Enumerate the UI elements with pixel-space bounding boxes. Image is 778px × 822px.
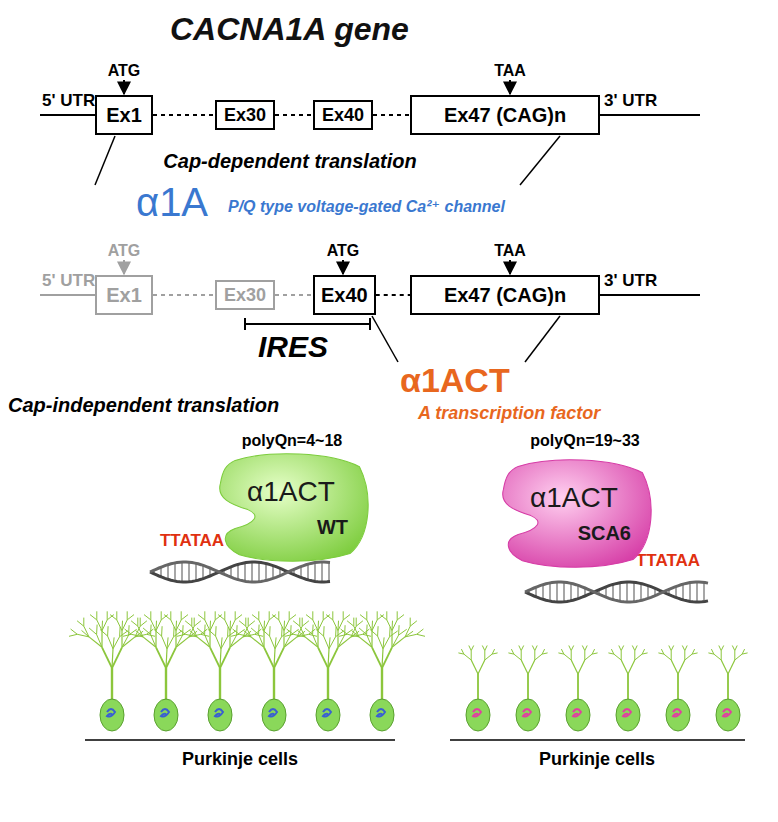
baseline: [450, 739, 745, 741]
exon-box: Ex40: [313, 275, 376, 315]
label: TAA: [494, 62, 526, 80]
intron-line: [373, 114, 410, 116]
dna-helix: [150, 562, 708, 602]
label: polyQn=19~33: [530, 432, 639, 450]
node-title: Ex40: [321, 284, 368, 307]
node-title: α1ACT: [247, 476, 335, 508]
codon-arrow: [509, 260, 511, 274]
codon-arrow: [509, 80, 511, 94]
leader-line: [95, 136, 115, 185]
codon-arrow: [123, 260, 125, 274]
purkinje-cells: [69, 611, 748, 731]
label: IRES: [258, 330, 328, 363]
exon-box: Ex1: [95, 275, 153, 315]
intron-line: [275, 294, 313, 296]
label: 3' UTR: [604, 92, 657, 111]
label: α1ACT: [400, 362, 510, 399]
label: ATG: [108, 62, 141, 80]
leader-line: [372, 316, 398, 362]
node-subtitle: SCA6: [578, 522, 631, 545]
node-title: Ex30: [224, 105, 266, 126]
protein-blob: α1ACT SCA6: [495, 458, 653, 568]
exon-box: Ex30: [215, 100, 275, 130]
label: Purkinje cells: [182, 750, 298, 770]
label: Cap-independent translation: [8, 394, 279, 416]
title: CACNA1A gene: [170, 12, 409, 47]
protein-blob: α1ACT WT: [212, 452, 370, 562]
blob-shape: [495, 458, 653, 568]
utr-line: [600, 114, 700, 116]
label: P/Q type voltage-gated Ca²⁺ channel: [228, 198, 505, 216]
codon-arrow: [123, 80, 125, 94]
label: polyQn=4~18: [242, 432, 343, 450]
exon-box: Ex47 (CAG)n: [410, 275, 600, 315]
ires-bracket: [245, 318, 370, 330]
label: α1A: [136, 180, 208, 224]
blob-outline: [503, 460, 651, 567]
utr-line: [40, 294, 95, 296]
blob-shape: [212, 452, 370, 562]
node-title: Ex47 (CAG)n: [444, 104, 566, 127]
utr-line: [600, 294, 700, 296]
label: TTATAA: [636, 552, 700, 571]
blob-outline: [220, 454, 368, 561]
node-title: Ex1: [106, 284, 142, 307]
label: ATG: [327, 242, 360, 260]
exon-box: Ex47 (CAG)n: [410, 95, 600, 135]
exon-box: Ex30: [215, 280, 275, 310]
node-subtitle: WT: [317, 516, 348, 539]
label: Cap-dependent translation: [163, 150, 416, 172]
label: A transcription factor: [418, 404, 600, 424]
exon-box: Ex40: [313, 100, 373, 130]
label: 5' UTR: [42, 272, 95, 291]
label: 5' UTR: [42, 92, 95, 111]
codon-arrow: [342, 260, 344, 274]
node-title: Ex1: [106, 104, 142, 127]
label: 3' UTR: [604, 272, 657, 291]
label: Purkinje cells: [539, 750, 655, 770]
label: ATG: [108, 242, 141, 260]
node-title: α1ACT: [530, 482, 618, 514]
intron-line: [153, 114, 215, 116]
intron-line: [153, 294, 215, 296]
node-title: Ex47 (CAG)n: [444, 284, 566, 307]
exon-box: Ex1: [95, 95, 153, 135]
label: TAA: [494, 242, 526, 260]
node-title: Ex40: [322, 105, 364, 126]
node-title: Ex30: [224, 285, 266, 306]
leader-line: [520, 136, 560, 185]
intron-line: [275, 114, 313, 116]
intron-line: [376, 294, 410, 296]
leader-line: [525, 316, 560, 362]
baseline: [85, 739, 395, 741]
utr-line: [40, 114, 95, 116]
label: TTATAA: [160, 532, 224, 551]
